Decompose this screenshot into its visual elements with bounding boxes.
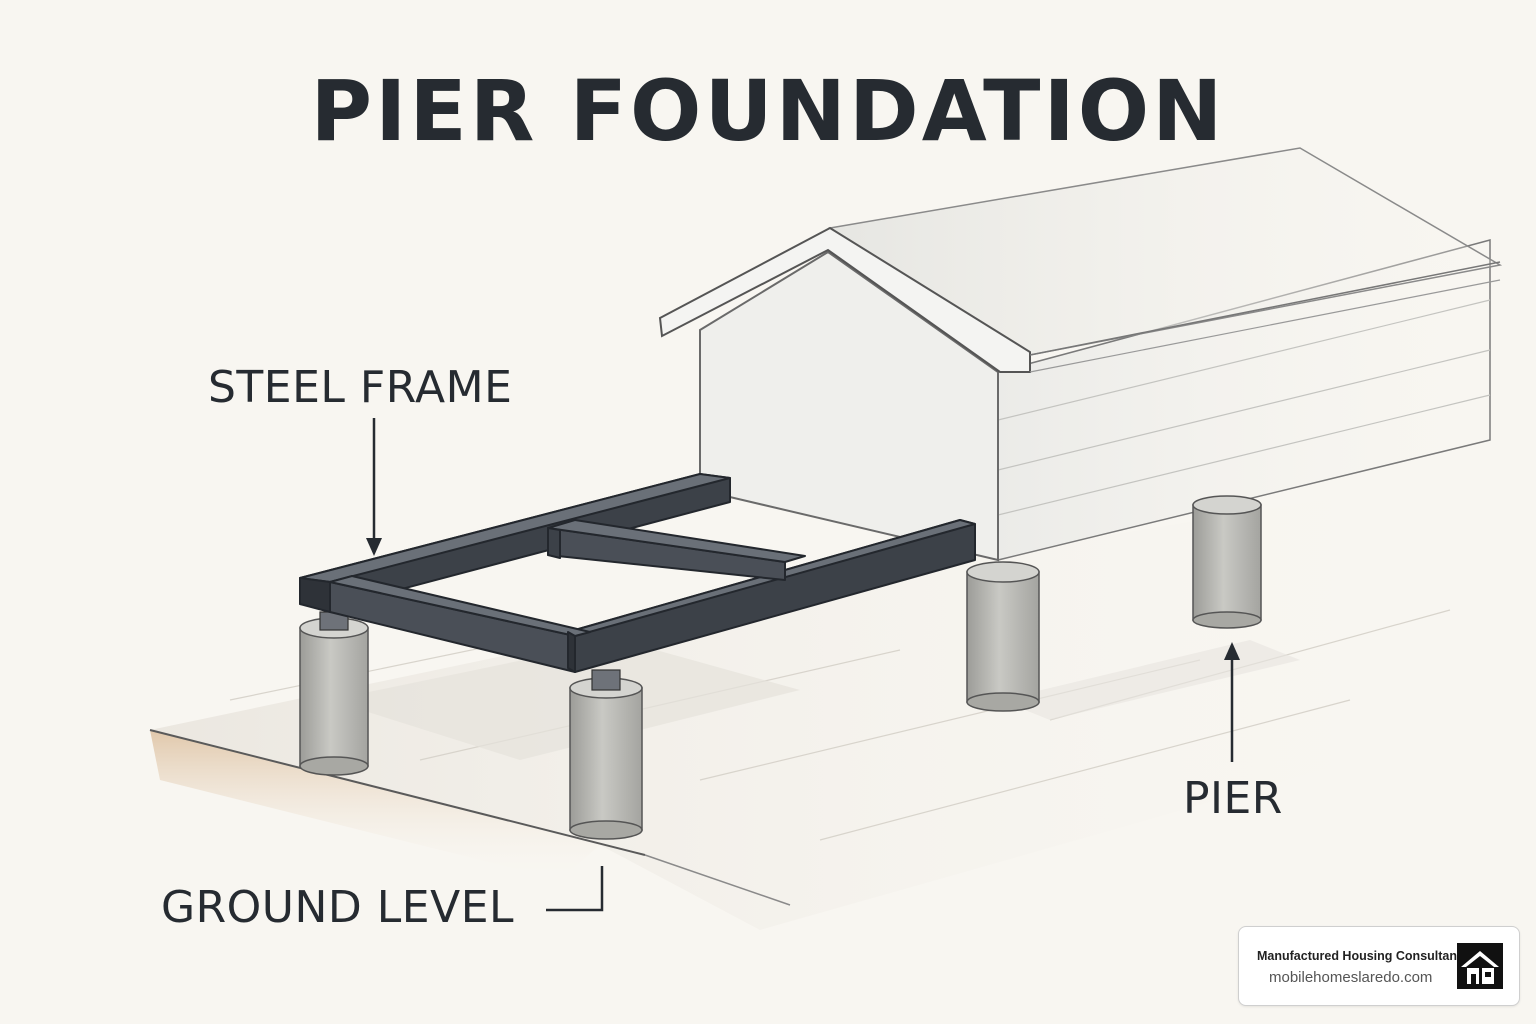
brand-badge[interactable]: Manufactured Housing Consultants mobileh… [1238,926,1520,1006]
pier-front [569,669,643,840]
steel-frame-label: STEEL FRAME [208,362,513,413]
ground-level-label: GROUND LEVEL [161,882,515,933]
pier-left [299,611,369,776]
piers [299,495,1262,840]
badge-url[interactable]: mobilehomeslaredo.com [1269,969,1433,986]
ground-level-leader [546,866,604,912]
steel-frame-arrowhead [366,538,382,556]
diagram-title: PIER FOUNDATION [310,62,1226,160]
ground-plane [149,470,1500,930]
badge-company-name: Manufactured Housing Consultants [1257,949,1469,963]
callout-lines [366,418,1240,912]
pier-label: PIER [1183,773,1283,824]
pier-house-front [966,561,1040,712]
manufactured-home [658,147,1503,562]
pier-arrowhead [1224,642,1240,660]
house-logo-icon [1457,943,1503,989]
steel-frame [299,473,976,673]
pier-right-back [1192,495,1262,629]
